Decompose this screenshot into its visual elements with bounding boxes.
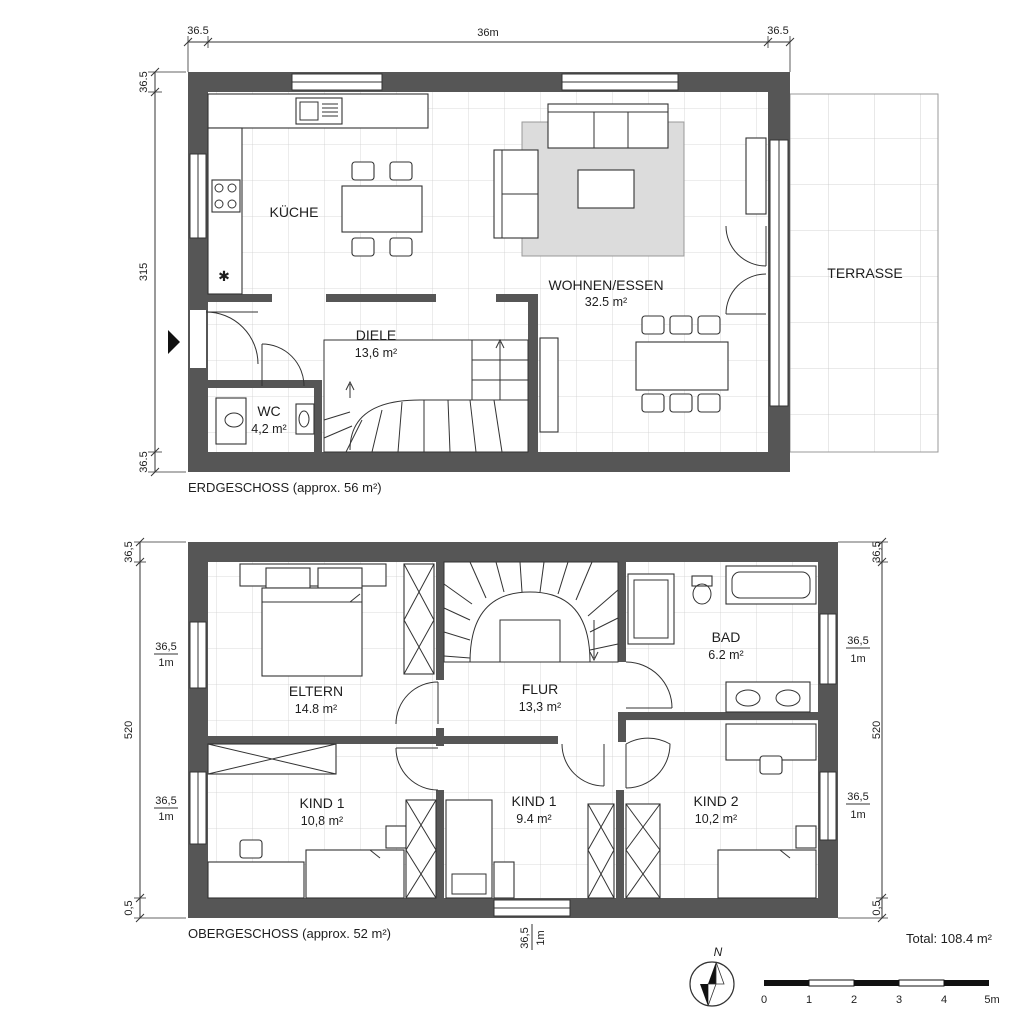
room-label-diele: DIELE — [356, 327, 396, 343]
svg-text:36,5: 36,5 — [155, 641, 176, 653]
room-label-kind2: KIND 2 — [693, 793, 738, 809]
svg-text:36,5: 36,5 — [847, 791, 868, 803]
ground-interior-walls — [206, 294, 538, 454]
living-area-furniture — [493, 103, 767, 433]
scale-label-5: 5m — [984, 994, 999, 1006]
upper-right-dimension-line — [838, 537, 888, 923]
svg-text:1m: 1m — [158, 811, 173, 823]
room-label-kind1-mid: KIND 1 — [511, 793, 556, 809]
room-label-wohnen: WOHNEN/ESSEN — [548, 277, 663, 293]
total-area: Total: 108.4 m² — [906, 931, 993, 946]
svg-text:36,5: 36,5 — [847, 635, 868, 647]
scale-bar: 0 1 2 3 4 5m — [761, 979, 1000, 1006]
window-label-bottom: 36,5 1m — [519, 924, 547, 950]
svg-text:36,5: 36,5 — [155, 795, 176, 807]
ground-floor-caption: ERDGESCHOSS (approx. 56 m²) — [188, 480, 382, 495]
room-label-bad: BAD — [712, 629, 741, 645]
wc-fixtures — [215, 397, 315, 445]
room-label-terrasse: TERRASSE — [827, 265, 902, 281]
dim-upper-right-top: 36,5 — [871, 541, 883, 562]
room-area-eltern: 14.8 m² — [295, 702, 337, 716]
room-label-kind1-left: KIND 1 — [299, 795, 344, 811]
scale-label-1: 1 — [806, 994, 812, 1006]
ground-windows — [189, 73, 789, 407]
ground-floor-plan: ✱ — [138, 25, 939, 495]
upper-floor-plan: ELTERN 14.8 m² FLUR 13,3 m² BAD 6.2 m² K… — [123, 537, 888, 950]
room-area-bad: 6.2 m² — [708, 648, 743, 662]
upper-floor-caption: OBERGESCHOSS (approx. 52 m²) — [188, 926, 391, 941]
ground-top-dimension-line — [183, 36, 795, 72]
room-label-eltern: ELTERN — [289, 683, 343, 699]
ground-stair — [323, 338, 529, 453]
svg-text:1m: 1m — [535, 930, 547, 945]
north-label: N — [714, 945, 723, 959]
room-area-wc: 4,2 m² — [251, 422, 286, 436]
room-label-flur: FLUR — [522, 681, 559, 697]
dining-table — [635, 315, 729, 413]
dim-top-mid: 36m — [477, 27, 498, 39]
upper-windows — [189, 613, 837, 917]
room-area-kind1-left: 10,8 m² — [301, 814, 343, 828]
room-area-kind2: 10,2 m² — [695, 812, 737, 826]
scale-label-0: 0 — [761, 994, 767, 1006]
window-label-left-2: 36,5 1m — [154, 795, 178, 823]
svg-text:1m: 1m — [158, 657, 173, 669]
svg-text:1m: 1m — [850, 653, 865, 665]
kitchen-counter: ✱ — [207, 93, 429, 295]
ground-left-dimension-line — [148, 67, 186, 477]
scale-label-4: 4 — [941, 994, 947, 1006]
eltern-furniture — [239, 563, 435, 677]
north-arrow-icon: N — [689, 945, 735, 1007]
svg-text:36,5: 36,5 — [519, 927, 531, 948]
dim-left-mid: 315 — [138, 263, 150, 281]
upper-interior-walls — [206, 562, 818, 900]
room-area-kind1-mid: 9.4 m² — [516, 812, 551, 826]
upper-left-dimension-line — [134, 537, 186, 923]
window-label-right-1: 36,5 1m — [846, 635, 870, 665]
window-label-right-2: 36,5 1m — [846, 791, 870, 821]
dim-left-bottom: 36.5 — [138, 451, 150, 472]
svg-text:1m: 1m — [850, 809, 865, 821]
kitchen-table — [341, 161, 423, 257]
dim-upper-right-bottom: 0,5 — [871, 900, 883, 915]
upper-doors — [395, 661, 673, 791]
room-area-flur: 13,3 m² — [519, 700, 561, 714]
kind2-furniture — [717, 723, 817, 899]
scale-label-2: 2 — [851, 994, 857, 1006]
dim-upper-left-bottom: 0,5 — [123, 900, 135, 915]
dim-upper-left-mid: 520 — [123, 721, 135, 739]
room-area-diele: 13,6 m² — [355, 346, 397, 360]
dim-top-left: 36.5 — [187, 25, 208, 37]
room-label-wc: WC — [257, 403, 280, 419]
scale-label-3: 3 — [896, 994, 902, 1006]
upper-stair — [443, 561, 619, 663]
kind1-left-furniture — [207, 743, 437, 899]
entry-arrow-icon — [168, 330, 180, 354]
window-label-left-1: 36,5 1m — [154, 641, 178, 669]
dim-top-right: 36.5 — [767, 25, 788, 37]
room-label-kueche: KÜCHE — [269, 203, 318, 220]
fridge-icon: ✱ — [218, 268, 230, 284]
dim-upper-left-top: 36,5 — [123, 541, 135, 562]
bad-fixtures — [627, 565, 817, 713]
terrace-area — [789, 93, 939, 453]
dim-upper-right-mid: 520 — [871, 721, 883, 739]
dim-left-top: 36.5 — [138, 71, 150, 92]
kind1-middle-furniture — [445, 799, 661, 899]
room-area-wohnen: 32.5 m² — [585, 295, 627, 309]
entry-door — [168, 311, 305, 387]
